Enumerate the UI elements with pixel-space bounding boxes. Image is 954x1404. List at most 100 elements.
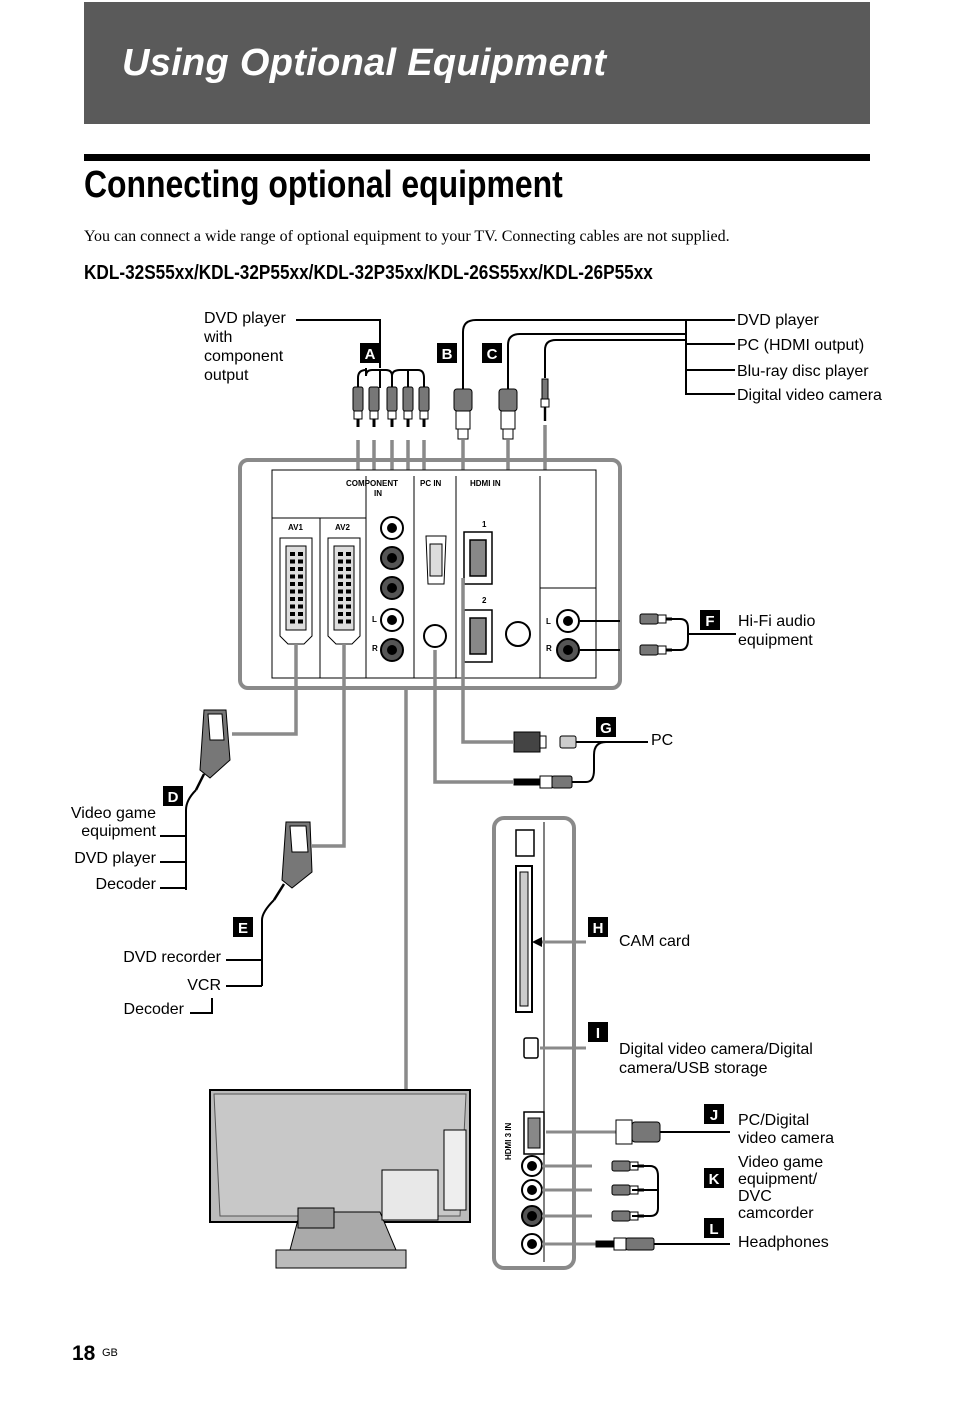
scart-pin [346, 604, 351, 609]
scart-av2 [327, 537, 361, 645]
label-dvd-component-1: DVD player [204, 310, 286, 327]
side-panel-ports [515, 829, 545, 1155]
scart-pin [298, 597, 303, 601]
comp-r-label: R [372, 644, 378, 653]
scart-pin [290, 604, 295, 609]
scart-pin [298, 582, 303, 586]
hdmi-1-label: 1 [482, 520, 487, 529]
label-scart1-2: equipment [81, 823, 156, 840]
label-cam: CAM card [619, 933, 690, 950]
scart-pin [338, 604, 343, 609]
scart-pin [338, 589, 343, 594]
scart-pin [290, 552, 295, 556]
scart-pin [346, 597, 351, 601]
label-scart1-4: Decoder [96, 876, 157, 893]
badge-j: J [704, 1104, 724, 1124]
label-hdmi3-2: video camera [738, 1130, 834, 1147]
scart-pin [290, 559, 295, 564]
scart-pin [298, 567, 303, 571]
headphone-jack-rear [505, 621, 531, 647]
hdmi-3-plug [615, 1119, 661, 1145]
svg-text:K: K [709, 1171, 720, 1188]
model-list: KDL-32S55xx/KDL-32P55xx/KDL-32P35xx/KDL-… [84, 262, 653, 284]
scart-pin [290, 612, 295, 616]
scart-pin [346, 582, 351, 586]
label-dvd-component-3: component [204, 348, 284, 365]
label-hifi-2: equipment [738, 632, 813, 649]
badge-d: D [163, 786, 183, 806]
side-av3-jacks [521, 1155, 543, 1255]
comp-l-label: L [372, 615, 377, 624]
label-usb-2: camera/USB storage [619, 1060, 768, 1077]
scart-pin [298, 552, 303, 556]
label-av3-2: equipment/ [738, 1171, 818, 1188]
svg-text:J: J [710, 1107, 718, 1124]
hdmi-plugs [453, 388, 518, 440]
label-hdmi-bluray: Blu-ray disc player [737, 363, 869, 380]
av1-label: AV1 [288, 523, 304, 532]
heading-rule [84, 154, 870, 161]
section-title: Using Optional Equipment [122, 42, 607, 84]
scart-pin [290, 597, 295, 601]
scart-pin [338, 582, 343, 586]
label-hifi-1: Hi-Fi audio [738, 613, 815, 630]
label-scart1-1: Video game [71, 805, 156, 822]
label-hdmi-camera: Digital video camera [737, 387, 882, 404]
label-scart2-1: DVD recorder [123, 949, 221, 966]
svg-text:C: C [487, 346, 498, 363]
scart-pin [338, 559, 343, 564]
scart-pin [298, 589, 303, 594]
badge-g: G [596, 717, 616, 737]
scart-pin [298, 574, 303, 579]
pc-in-label: PC IN [420, 479, 442, 488]
scart-pin [338, 612, 343, 616]
scart-av1 [279, 537, 313, 645]
scart-pin [290, 582, 295, 586]
label-dvd-component-4: output [204, 367, 249, 384]
scart-pin [290, 574, 295, 579]
svg-text:B: B [442, 346, 453, 363]
svg-text:L: L [709, 1221, 718, 1238]
headphone-plug [595, 1237, 655, 1251]
hdmi-in-label: HDMI IN [470, 479, 501, 488]
badge-l: L [704, 1218, 724, 1238]
label-scart2-3: Decoder [124, 1001, 185, 1018]
svg-text:H: H [593, 920, 604, 937]
scart-pin [290, 619, 295, 624]
label-dvd-component-2: with [203, 329, 232, 346]
scart-pin [346, 612, 351, 616]
label-scart2-2: VCR [187, 977, 221, 994]
tv-rear-illustration [209, 1089, 471, 1269]
badge-k: K [704, 1168, 724, 1188]
hdmi-ports [463, 531, 493, 663]
page-suffix: GB [102, 1347, 118, 1359]
svg-text:E: E [238, 920, 248, 937]
scart-pin [346, 619, 351, 624]
scart-plug-d [194, 709, 231, 791]
vga-plug [513, 731, 577, 753]
svg-text:A: A [365, 346, 376, 363]
page-number: 18 [72, 1342, 96, 1365]
component-in-label: COMPONENT [346, 479, 398, 488]
scart-pin [338, 597, 343, 601]
badge-e: E [233, 917, 253, 937]
badge-i: I [588, 1022, 608, 1042]
svg-text:G: G [600, 720, 612, 737]
label-pc: PC [651, 732, 673, 749]
svg-text:I: I [596, 1025, 600, 1042]
pc-audio-plug [513, 775, 573, 789]
scart-pin [346, 574, 351, 579]
audio-l-label: L [546, 617, 551, 626]
scart-pin [298, 612, 303, 616]
badge-a: A [360, 343, 380, 363]
svg-text:F: F [705, 613, 714, 630]
scart-pin [346, 567, 351, 571]
hdmi-3-in-label: HDMI 3 IN [504, 1122, 513, 1160]
component-plugs [352, 386, 430, 428]
device-labels: DVD player with component output DVD pla… [71, 310, 882, 1251]
label-av3-3: DVC [738, 1188, 772, 1205]
audio-r-label: R [546, 644, 552, 653]
label-scart1-3: DVD player [74, 850, 156, 867]
label-hdmi-dvd: DVD player [737, 312, 819, 329]
component-in-label-2: IN [374, 489, 382, 498]
